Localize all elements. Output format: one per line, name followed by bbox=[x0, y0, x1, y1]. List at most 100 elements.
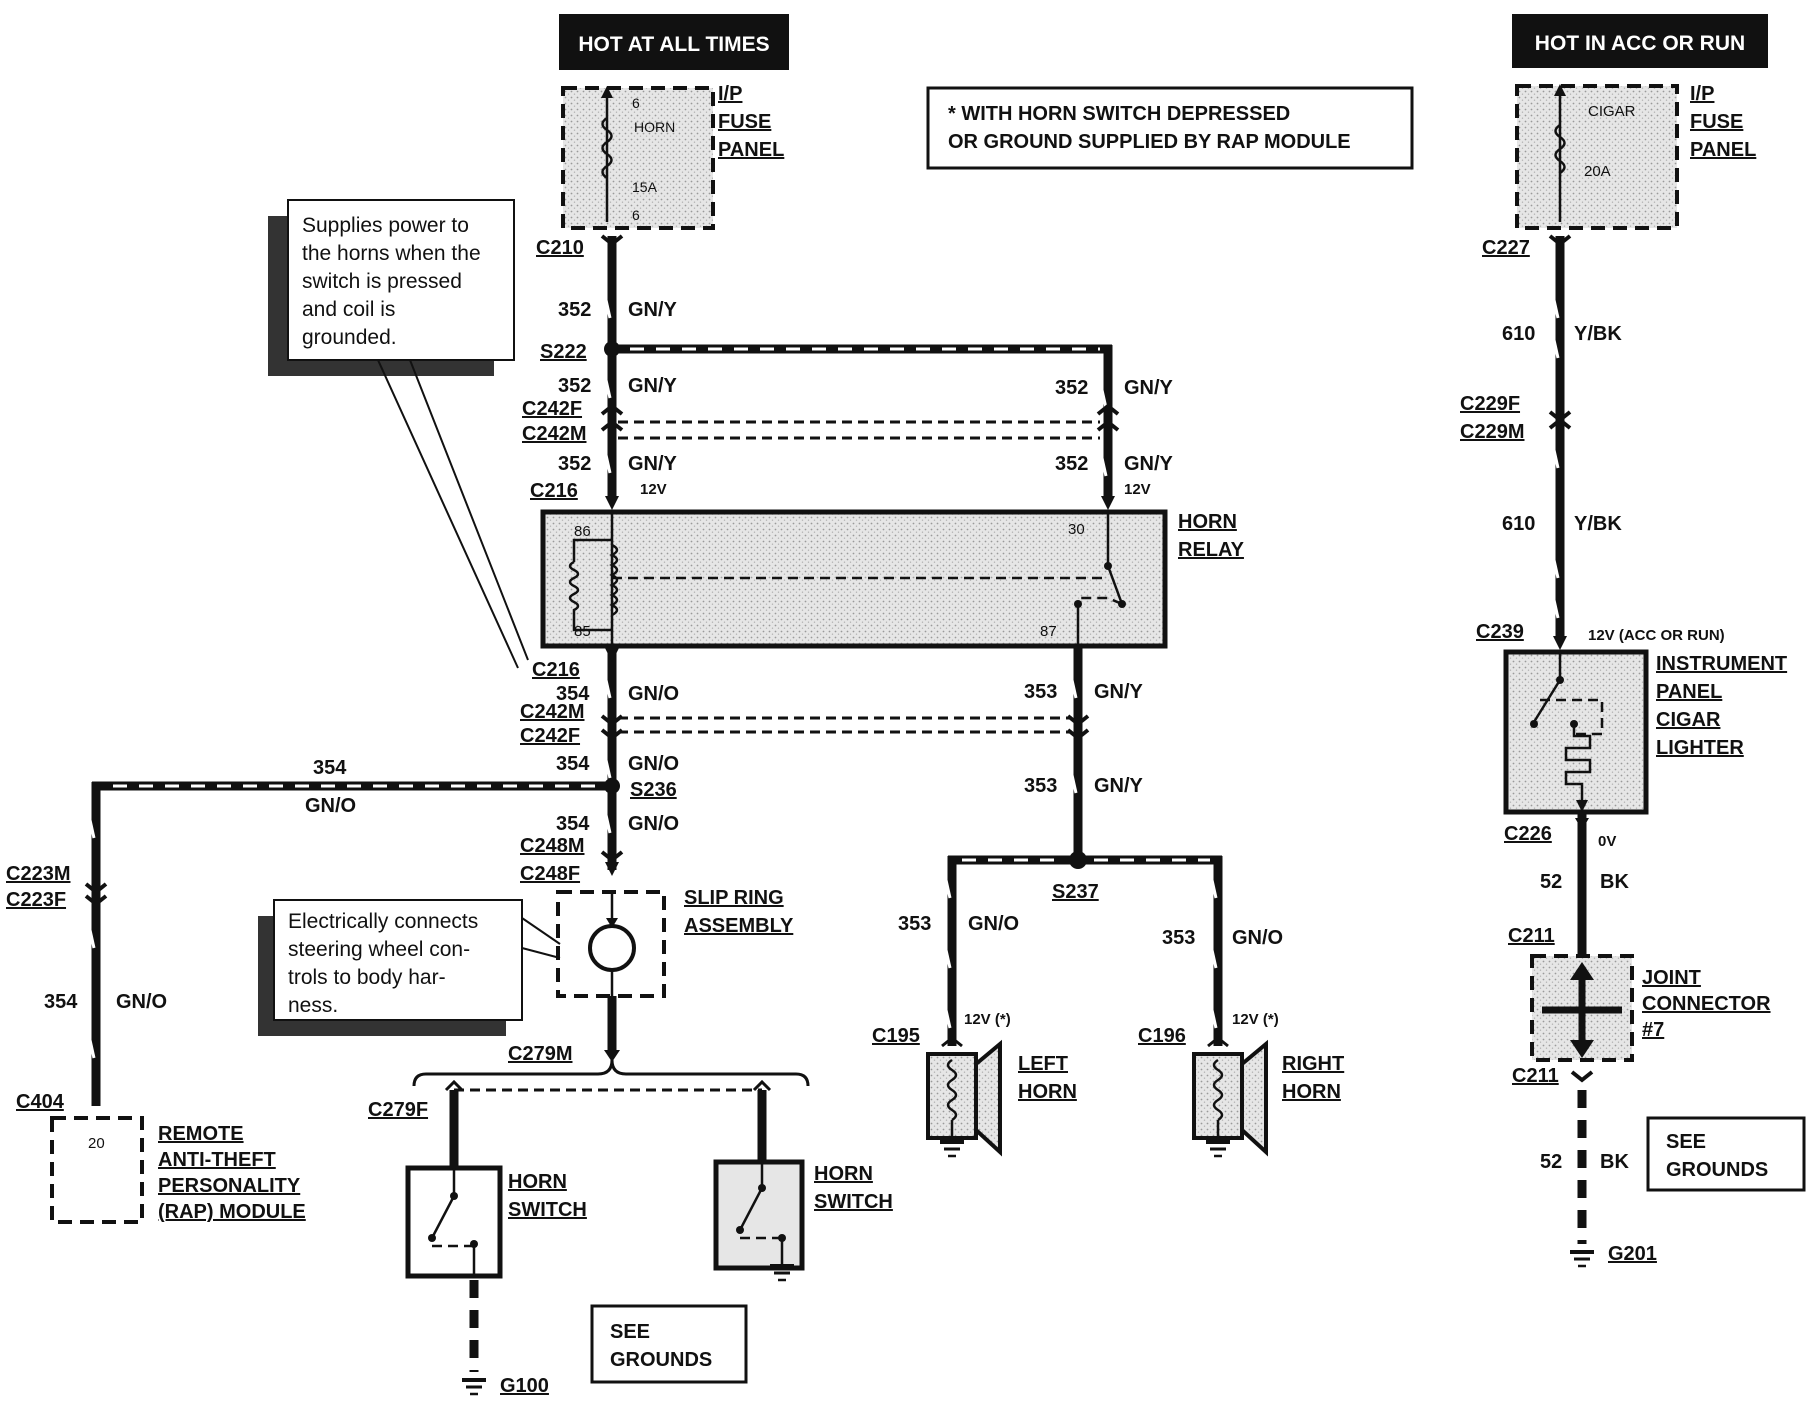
joint-connector-7 bbox=[1530, 954, 1634, 1062]
svg-text:C223F: C223F bbox=[6, 889, 66, 911]
svg-text:FUSE: FUSE bbox=[1690, 111, 1743, 133]
svg-text:GN/O: GN/O bbox=[628, 683, 679, 705]
connector-c226: C226 bbox=[1504, 823, 1552, 845]
fuse-panel-label-right: I/P FUSE PANEL bbox=[1690, 83, 1756, 161]
horn-switch-left-label: HORN SWITCH bbox=[508, 1171, 587, 1221]
right-horn-label: RIGHT HORN bbox=[1282, 1053, 1344, 1103]
svg-text:RIGHT: RIGHT bbox=[1282, 1053, 1344, 1075]
svg-text:FUSE: FUSE bbox=[718, 111, 771, 133]
svg-text:Supplies power to: Supplies power to bbox=[302, 214, 469, 237]
svg-text:HORN: HORN bbox=[634, 119, 675, 135]
svg-text:REMOTE: REMOTE bbox=[158, 1123, 244, 1145]
legend-note: * WITH HORN SWITCH DEPRESSED OR GROUND S… bbox=[926, 86, 1414, 170]
connector-c242-bottom: C242M C242F bbox=[520, 701, 1072, 747]
svg-text:PANEL: PANEL bbox=[718, 139, 784, 161]
header-hot-at-all-times: HOT AT ALL TIMES bbox=[559, 14, 789, 70]
svg-text:354: 354 bbox=[556, 683, 590, 705]
svg-text:HOT AT ALL TIMES: HOT AT ALL TIMES bbox=[578, 33, 769, 56]
svg-text:610: 610 bbox=[1502, 513, 1535, 535]
svg-text:INSTRUMENT: INSTRUMENT bbox=[1656, 653, 1787, 675]
wire-label-354-e: 354 GN/O bbox=[44, 991, 167, 1013]
svg-text:GROUNDS: GROUNDS bbox=[610, 1349, 712, 1371]
svg-text:PANEL: PANEL bbox=[1690, 139, 1756, 161]
fuse-cigar-20a: CIGAR 20A bbox=[1515, 84, 1679, 230]
wire-label-353-c: 353 GN/O bbox=[898, 913, 1019, 935]
wire-354-to-rap bbox=[84, 781, 612, 1106]
svg-text:S237: S237 bbox=[1052, 881, 1099, 903]
see-grounds-box-left: SEE GROUNDS bbox=[590, 1304, 748, 1384]
wire-label-610-b: 610 Y/BK bbox=[1502, 513, 1622, 535]
svg-text:PERSONALITY: PERSONALITY bbox=[158, 1175, 301, 1197]
svg-text:352: 352 bbox=[1055, 453, 1088, 475]
callout-relay-note: Supplies power to the horns when the swi… bbox=[268, 199, 529, 669]
svg-text:C248F: C248F bbox=[520, 863, 580, 885]
wire-352-main bbox=[604, 236, 617, 500]
connector-c239: C239 bbox=[1476, 621, 1524, 643]
wire-52-lower bbox=[1570, 1070, 1594, 1268]
svg-text:HORN: HORN bbox=[508, 1171, 567, 1193]
svg-text:switch is pressed: switch is pressed bbox=[302, 270, 462, 293]
connector-c227: C227 bbox=[1482, 237, 1530, 259]
wire-label-352-b: 352 GN/Y bbox=[558, 375, 678, 397]
ground-g100: G100 bbox=[500, 1375, 549, 1397]
connector-c195: C195 bbox=[872, 1025, 920, 1047]
svg-text:HORN: HORN bbox=[1282, 1081, 1341, 1103]
svg-text:PANEL: PANEL bbox=[1656, 681, 1722, 703]
wire-52-upper bbox=[1575, 814, 1589, 954]
connector-c404: C404 bbox=[16, 1091, 65, 1113]
connector-c216-bottom: C216 bbox=[532, 648, 619, 681]
svg-text:15A: 15A bbox=[632, 179, 658, 195]
connector-c211-bottom: C211 bbox=[1512, 1065, 1559, 1087]
svg-text:and coil is: and coil is bbox=[302, 298, 395, 321]
svg-text:HORN: HORN bbox=[1018, 1081, 1077, 1103]
wire-352-branch bbox=[612, 344, 1120, 510]
svg-text:352: 352 bbox=[558, 375, 591, 397]
svg-text:SLIP RING: SLIP RING bbox=[684, 887, 784, 909]
svg-text:ASSEMBLY: ASSEMBLY bbox=[684, 915, 794, 937]
ground-g201: G201 bbox=[1608, 1243, 1657, 1265]
slip-ring-assembly bbox=[556, 890, 666, 998]
svg-text:C242F: C242F bbox=[520, 725, 580, 747]
svg-text:87: 87 bbox=[1040, 623, 1057, 640]
svg-text:GROUNDS: GROUNDS bbox=[1666, 1159, 1768, 1181]
svg-text:(RAP) MODULE: (RAP) MODULE bbox=[158, 1201, 306, 1223]
svg-text:C210: C210 bbox=[536, 237, 584, 259]
brace-c279: C279F bbox=[368, 1059, 810, 1121]
svg-text:C242M: C242M bbox=[520, 701, 584, 723]
wire-label-52-b: 52 BK bbox=[1540, 1151, 1629, 1173]
svg-text:GN/Y: GN/Y bbox=[628, 453, 678, 475]
wire-label-352-a: 352 GN/Y bbox=[558, 299, 678, 321]
horn-switch-right bbox=[713, 1079, 805, 1282]
svg-text:353: 353 bbox=[1162, 927, 1195, 949]
svg-text:GN/O: GN/O bbox=[116, 991, 167, 1013]
svg-text:C229F: C229F bbox=[1460, 393, 1520, 415]
svg-text:#7: #7 bbox=[1642, 1019, 1664, 1041]
slip-ring-label: SLIP RING ASSEMBLY bbox=[684, 887, 794, 937]
svg-text:Y/BK: Y/BK bbox=[1574, 513, 1622, 535]
fuse-panel-label-left: I/P FUSE PANEL bbox=[718, 83, 784, 161]
svg-text:GN/Y: GN/Y bbox=[1124, 453, 1174, 475]
svg-text:C242M: C242M bbox=[522, 423, 586, 445]
wire-label-354-d: 354 GN/O bbox=[556, 813, 679, 835]
left-horn-label: LEFT HORN bbox=[1018, 1053, 1077, 1103]
horn-relay-label: HORN RELAY bbox=[1178, 511, 1245, 561]
horn-switch-left bbox=[405, 1079, 503, 1396]
svg-text:354: 354 bbox=[556, 753, 590, 775]
joint-connector-label: JOINT CONNECTOR #7 bbox=[1642, 967, 1771, 1041]
svg-text:30: 30 bbox=[1068, 521, 1085, 538]
svg-text:RELAY: RELAY bbox=[1178, 539, 1245, 561]
svg-text:steering wheel con-: steering wheel con- bbox=[288, 938, 470, 961]
svg-text:352: 352 bbox=[558, 299, 591, 321]
cigar-lighter bbox=[1503, 649, 1649, 815]
wire-label-354-c: 354 GN/O bbox=[305, 757, 356, 817]
left-horn bbox=[926, 1036, 1002, 1158]
wire-353-main bbox=[1066, 646, 1090, 860]
svg-text:6: 6 bbox=[632, 207, 640, 223]
voltage-12v-right: 12V bbox=[1124, 481, 1151, 498]
svg-text:610: 610 bbox=[1502, 323, 1535, 345]
connector-c210: C210 bbox=[536, 234, 624, 259]
header-hot-in-acc-or-run: HOT IN ACC OR RUN bbox=[1512, 14, 1768, 68]
connector-c216-top: C216 bbox=[530, 480, 619, 510]
svg-text:52: 52 bbox=[1540, 1151, 1562, 1173]
